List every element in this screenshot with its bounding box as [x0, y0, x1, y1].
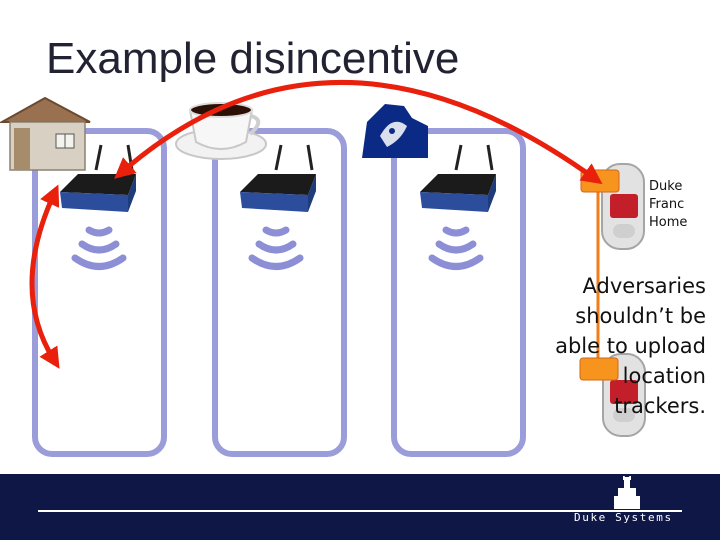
- phone-label-home: Home: [649, 215, 688, 230]
- adversary-line: trackers.: [614, 394, 706, 418]
- footer-brand: Duke Systems: [574, 511, 673, 524]
- wifi-signal-icon: [428, 226, 484, 270]
- wifi-signal-icon: [71, 226, 127, 270]
- wifi-router-icon: [420, 144, 496, 212]
- location-arc-arrow: [114, 80, 603, 185]
- coffee-cup-icon: [175, 102, 267, 160]
- adversary-line: shouldn’t be: [575, 304, 706, 328]
- panel-right: [391, 128, 526, 457]
- duke-blue-devil-logo: [362, 104, 428, 158]
- adversary-line: Adversaries: [582, 274, 706, 298]
- phone-label-duke: Duke: [649, 179, 683, 194]
- phone-label-franc: Franc: [649, 197, 685, 212]
- duke-chapel-icon: [614, 476, 640, 509]
- wifi-signal-icon: [248, 226, 304, 270]
- adversary-line: able to upload: [555, 334, 706, 358]
- footer-divider: [38, 510, 682, 512]
- house-icon: [0, 96, 91, 171]
- panel-middle: [212, 128, 347, 457]
- panel-left: [32, 128, 167, 457]
- footer-bar: [0, 474, 720, 540]
- slide-title: Example disincentive: [46, 34, 460, 83]
- home-arrow: [29, 184, 60, 369]
- phone-location-labels: Duke Franc Home: [649, 178, 687, 232]
- adversary-text: Adversaries shouldn’t be able to upload …: [496, 271, 706, 421]
- tracker-tag: [579, 357, 619, 381]
- adversary-line: location: [622, 364, 706, 388]
